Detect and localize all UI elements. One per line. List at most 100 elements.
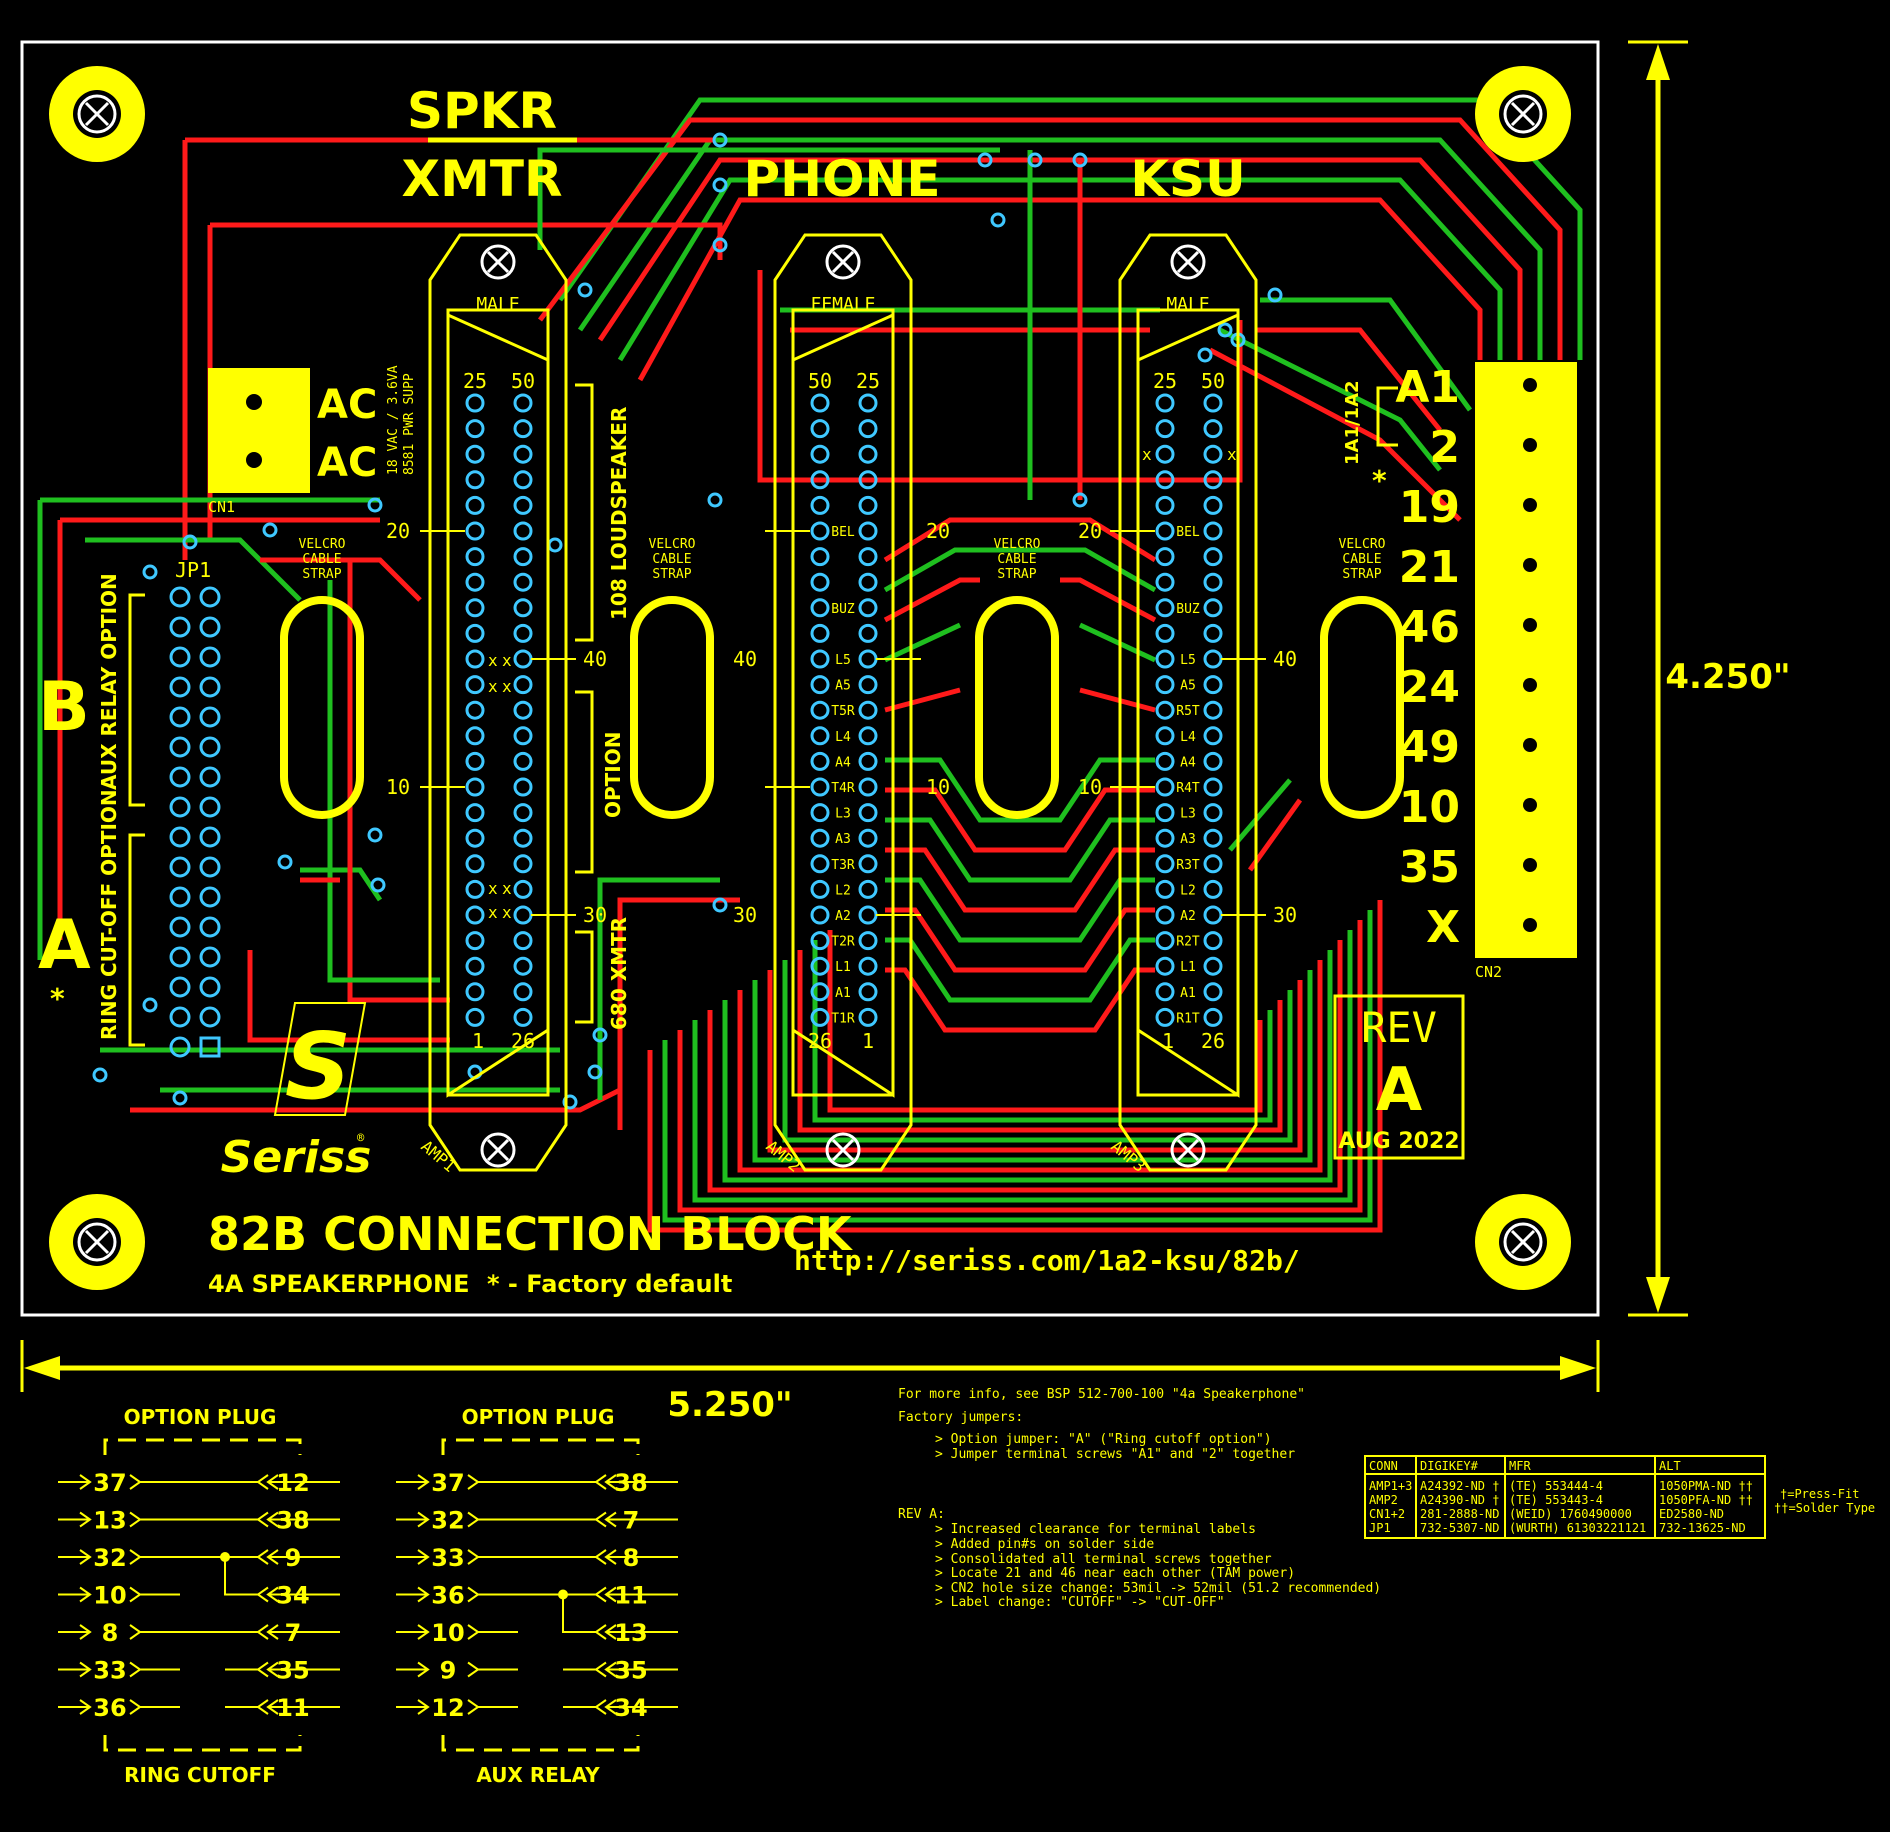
amp3-pin	[1155, 982, 1175, 1002]
amp2-pin	[810, 905, 830, 925]
amp3-pin	[1203, 879, 1223, 899]
xmtr680-label: 680 XMTR	[607, 917, 631, 1030]
jp1-pad	[199, 946, 221, 968]
amp2-pin	[858, 751, 878, 771]
board-url[interactable]: http://seriss.com/1a2-ksu/82b/	[794, 1244, 1300, 1277]
svg-text:x: x	[502, 651, 512, 670]
svg-text:*: *	[50, 982, 65, 1015]
amp2-pin	[858, 982, 878, 1002]
jp1-pad	[199, 826, 221, 848]
amp3-pin	[1155, 726, 1175, 746]
cn2-terminal	[1523, 738, 1537, 752]
cn1-ac-note-2: 8581 PWR SUPP	[402, 373, 417, 475]
option-plug-pin: 35	[614, 1657, 647, 1685]
cn2-label: CN2	[1475, 963, 1502, 981]
cn2-terminal-label: 21	[1399, 542, 1460, 593]
amp2-mark-40: 40	[733, 647, 757, 671]
svg-text:®: ®	[357, 1131, 365, 1145]
amp3-connector	[1110, 233, 1266, 1172]
amp2-pin	[858, 854, 878, 874]
amp3-pin	[1203, 495, 1223, 515]
amp2-pin	[810, 495, 830, 515]
amp3-pin	[1203, 777, 1223, 797]
amp3-pin	[1203, 444, 1223, 464]
option-plug-pin: 34	[614, 1694, 647, 1722]
bom-cell: (WURTH) 61303221121	[1509, 1521, 1646, 1535]
jp1-pad	[169, 976, 191, 998]
option-plug-pin: 7	[623, 1507, 640, 1535]
amp2-pin	[810, 726, 830, 746]
bom-cell: 732-5307-ND	[1420, 1521, 1499, 1535]
amp3-pin	[1155, 751, 1175, 771]
amp2-pin	[858, 956, 878, 976]
amp3-signal-label: A2	[1180, 909, 1196, 924]
heading-spkr: SPKR	[407, 82, 557, 140]
amp3-pin-1: 1	[1162, 1029, 1174, 1053]
amp2-pin	[810, 982, 830, 1002]
screw-hole-icon	[825, 244, 861, 280]
amp2-pin	[810, 931, 830, 951]
amp2-pin	[810, 1007, 830, 1027]
option-plug-pin: 37	[93, 1469, 126, 1497]
amp2-pin	[858, 803, 878, 823]
jp1-pad	[199, 586, 221, 608]
option-plug-pin: 37	[431, 1469, 464, 1497]
velcro-strap-label: STRAP	[1342, 567, 1381, 582]
amp1-pin	[513, 700, 533, 720]
amp3-signal-label: R3T	[1176, 858, 1200, 873]
bom-cell: AMP2	[1369, 1493, 1398, 1507]
svg-text:x: x	[502, 677, 512, 696]
amp3-signal-label: L1	[1180, 960, 1196, 975]
option-plug-pin: 36	[431, 1582, 464, 1610]
amp2-pin	[858, 521, 878, 541]
amp2-gender: FEMALE	[810, 294, 875, 315]
cn1-ac-note-1: 18 VAC / 3.6VA	[386, 365, 401, 475]
amp3-pin	[1203, 521, 1223, 541]
amp2-signal-label: A3	[835, 832, 851, 847]
cn2-terminal	[1523, 438, 1537, 452]
amp3-pin	[1155, 393, 1175, 413]
jp1-pad	[169, 886, 191, 908]
rev-letter: A	[1376, 1055, 1423, 1125]
cn1-label: CN1	[208, 498, 235, 516]
amp3-pin	[1203, 982, 1223, 1002]
jp1-pad	[199, 706, 221, 728]
amp2-pin	[858, 649, 878, 669]
amp2-signal-label: BUZ	[831, 602, 855, 617]
amp2-pin	[858, 675, 878, 695]
amp1-pin	[513, 1007, 533, 1027]
amp3-pin	[1155, 419, 1175, 439]
seriss-logo: S Seriss ®	[221, 1002, 371, 1183]
bom-header: ALT	[1659, 1459, 1681, 1473]
cn2-terminal	[1523, 858, 1537, 872]
amp3-pin	[1203, 726, 1223, 746]
amp3-signal-label: A3	[1180, 832, 1196, 847]
amp3-mark-30: 30	[1273, 903, 1297, 927]
amp1-pin	[513, 751, 533, 771]
amp2-pin	[858, 393, 878, 413]
cn2-terminal	[1523, 918, 1537, 932]
bom-cell: 281-2888-ND	[1420, 1507, 1499, 1521]
amp2-signal-label: A1	[835, 986, 851, 1001]
option-plug-pin: 33	[93, 1657, 126, 1685]
amp2-pin	[858, 931, 878, 951]
option-plug-pin: 10	[93, 1582, 126, 1610]
amp1-mark-10: 10	[386, 775, 410, 799]
bom-header: DIGIKEY#	[1420, 1459, 1479, 1473]
amp2-pin	[810, 828, 830, 848]
jp1-pad	[169, 946, 191, 968]
bom-cell: A24392-ND †	[1420, 1479, 1499, 1493]
amp1-gender: MALE	[476, 294, 519, 315]
velcro-strap-label: STRAP	[302, 567, 341, 582]
jp1-header: JP1 AUX RELAY OPTION RING CUT-OFF OPTION…	[38, 558, 221, 1058]
note-more-info: For more info, see BSP 512-700-100 "4a S…	[898, 1387, 1305, 1402]
amp2-pin	[810, 470, 830, 490]
velcro-strap-label: STRAP	[652, 567, 691, 582]
heading-xmtr: XMTR	[402, 150, 563, 208]
note-rev-a: REV A:	[898, 1507, 945, 1522]
option-plug-pin: 10	[431, 1619, 464, 1647]
amp2-pin	[810, 854, 830, 874]
amp3-pin-50: 50	[1201, 369, 1225, 393]
